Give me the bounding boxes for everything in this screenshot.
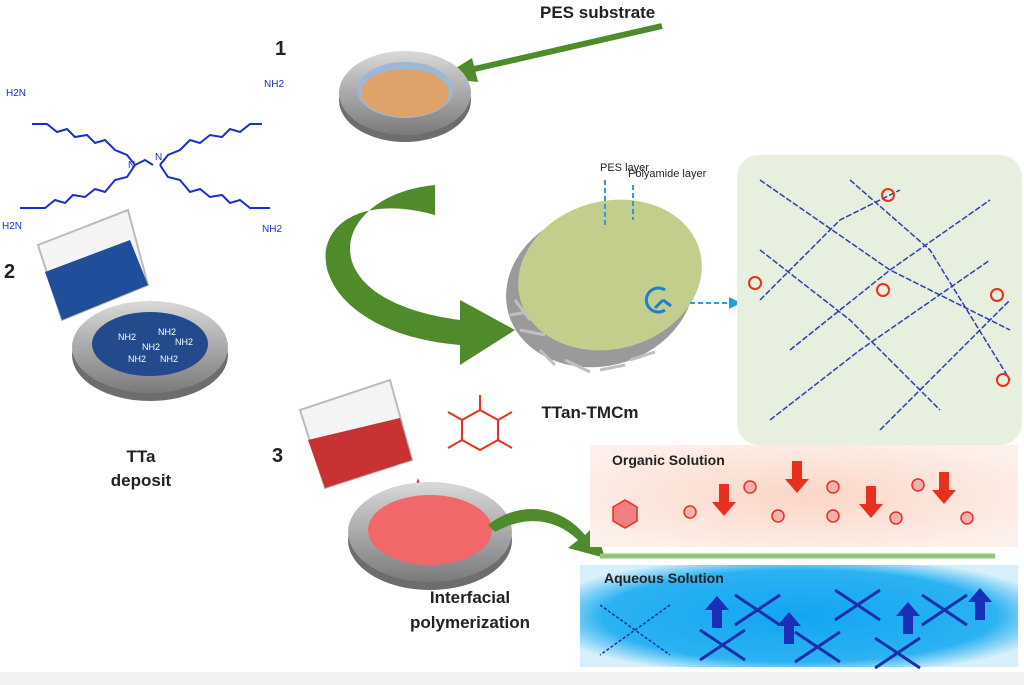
step-1-label: 1 bbox=[275, 38, 286, 60]
nitrogen-left: N bbox=[128, 160, 135, 171]
polyamide-layer-label: Polyamide layer bbox=[628, 168, 707, 180]
svg-text:NH2: NH2 bbox=[118, 332, 136, 342]
acyl-chloride-dish bbox=[348, 482, 512, 590]
interfacial-label-2: polymerization bbox=[410, 613, 530, 632]
tmc-molecule bbox=[447, 395, 513, 452]
amine-group-bottom-right: NH2 bbox=[262, 224, 282, 235]
tta-label-1: TTa bbox=[127, 447, 157, 466]
svg-text:NH2: NH2 bbox=[128, 354, 146, 364]
step-2-label: 2 bbox=[4, 261, 15, 283]
svg-text:NH2: NH2 bbox=[160, 354, 178, 364]
polyamide-network-panel bbox=[737, 155, 1022, 445]
pes-substrate-label: PES substrate bbox=[540, 3, 655, 22]
pes-substrate-dish bbox=[339, 51, 471, 142]
up-arrows-aqueous bbox=[705, 588, 992, 644]
amine-group-bottom-left: H2N bbox=[2, 221, 22, 232]
step-3-label: 3 bbox=[272, 445, 283, 467]
amine-dish bbox=[72, 301, 228, 401]
bottom-strip bbox=[0, 672, 1024, 685]
pes-pointer-arrow bbox=[440, 23, 663, 82]
amine-group-top-right: NH2 bbox=[264, 79, 284, 90]
tta-molecule bbox=[20, 123, 270, 209]
pes-layer-label: PES layer bbox=[600, 162, 649, 174]
aqueous-solution-region bbox=[580, 565, 1018, 667]
tmc-molecules-organic bbox=[612, 478, 974, 529]
beaker-acyl-chloride bbox=[298, 378, 423, 520]
interface-arrow bbox=[488, 508, 605, 558]
tta-label-2: deposit bbox=[111, 471, 172, 490]
amine-group-top-left: H2N bbox=[6, 88, 26, 99]
nitrogen-right: N bbox=[155, 152, 162, 163]
tta-molecules-aqueous bbox=[599, 588, 968, 670]
aqueous-solution-label: Aqueous Solution bbox=[604, 570, 724, 586]
membrane-label: TTan-TMCm bbox=[542, 403, 639, 422]
organic-solution-label: Organic Solution bbox=[612, 452, 725, 468]
interfacial-label-1: Interfacial bbox=[430, 588, 510, 607]
amine-groups-in-dish: NH2 NH2 NH2 NH2 NH2 NH2 bbox=[118, 327, 193, 364]
membrane-disc bbox=[506, 199, 702, 374]
svg-text:NH2: NH2 bbox=[158, 327, 176, 337]
process-curved-arrow bbox=[325, 185, 515, 365]
svg-text:NH2: NH2 bbox=[142, 342, 160, 352]
svg-text:NH2: NH2 bbox=[175, 337, 193, 347]
down-arrows-organic bbox=[712, 461, 956, 518]
